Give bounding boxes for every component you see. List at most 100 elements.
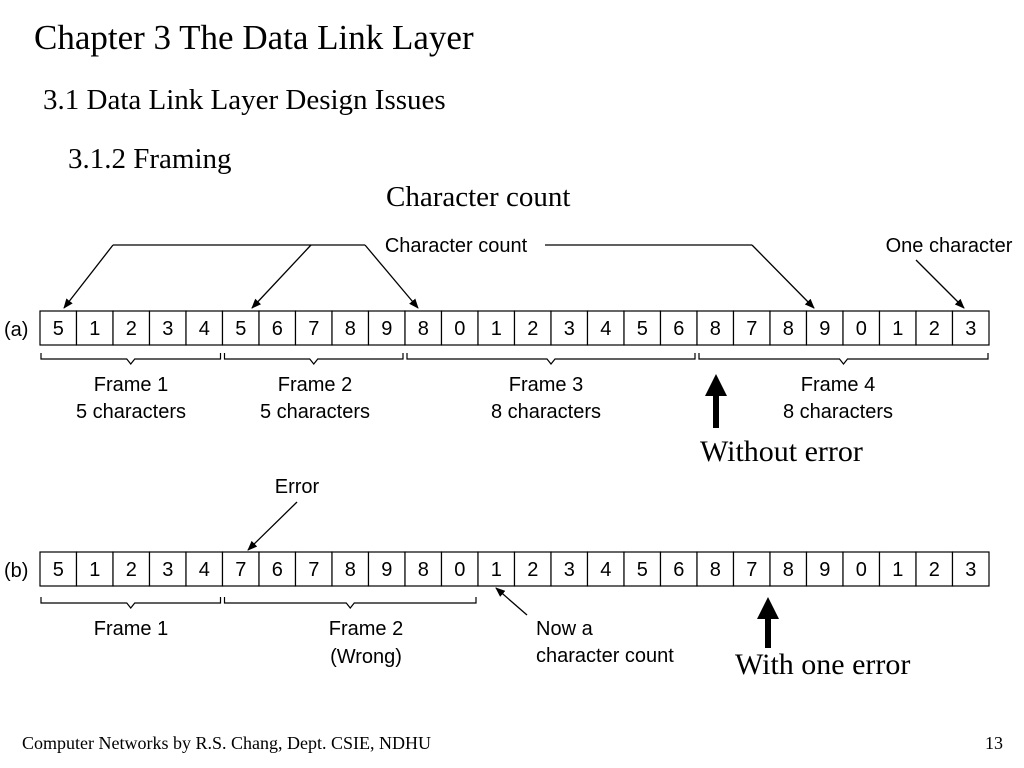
byte-cell	[878, 551, 917, 587]
byte-value: 1	[491, 318, 502, 340]
byte-value: 3	[162, 559, 173, 581]
byte-value: 8	[345, 559, 356, 581]
byte-value: 6	[673, 318, 684, 340]
callout-arrow	[364, 244, 419, 309]
byte-cell	[148, 310, 187, 346]
byte-value: 8	[710, 318, 721, 340]
byte-cell	[586, 310, 625, 346]
byte-value: 8	[418, 318, 429, 340]
byte-value: 2	[527, 318, 538, 340]
byte-cell	[915, 551, 954, 587]
frame-brace	[223, 353, 404, 365]
byte-value: 6	[673, 559, 684, 581]
byte-value: 9	[819, 559, 830, 581]
frame-label: Frame 1	[94, 374, 168, 396]
byte-cell	[258, 551, 297, 587]
byte-value: 8	[783, 318, 794, 340]
byte-cell	[878, 310, 917, 346]
up-arrow-icon	[713, 392, 719, 428]
byte-value: 1	[892, 559, 903, 581]
byte-cell	[659, 310, 698, 346]
byte-value: 2	[126, 318, 137, 340]
row-a-label: (a)	[4, 319, 28, 341]
frame-label: Frame 4	[801, 374, 875, 396]
byte-cell	[185, 310, 224, 346]
byte-cell	[586, 551, 625, 587]
frame-brace	[223, 597, 477, 609]
byte-value: 5	[235, 318, 246, 340]
byte-value: 4	[600, 318, 611, 340]
byte-value: 9	[819, 318, 830, 340]
now-count-arrow	[495, 587, 528, 616]
now-count-callout: Now a	[536, 618, 594, 640]
slide-title: Chapter 3 The Data Link Layer	[34, 18, 474, 57]
byte-value: 1	[892, 318, 903, 340]
byte-cell	[404, 310, 443, 346]
error-arrow	[247, 501, 298, 551]
byte-value: 7	[746, 559, 757, 581]
byte-value: 0	[856, 318, 867, 340]
character-count-callout: Character count	[385, 235, 528, 257]
up-arrow-icon	[765, 616, 771, 648]
byte-cell	[951, 551, 990, 587]
with-one-error-annotation: With one error	[735, 648, 910, 681]
byte-cell	[258, 310, 297, 346]
frame-label: Frame 2	[329, 618, 403, 640]
byte-value: 1	[89, 318, 100, 340]
frame-label: 8 characters	[783, 401, 893, 423]
frame-label: Frame 3	[509, 374, 583, 396]
frame-label: 5 characters	[76, 401, 186, 423]
frame-brace	[406, 353, 696, 365]
row-b-frame-braces	[40, 597, 477, 609]
frame-brace	[40, 597, 222, 609]
byte-cell	[769, 310, 808, 346]
byte-cell	[550, 551, 589, 587]
byte-cell	[842, 551, 881, 587]
up-arrow-icon	[705, 374, 727, 396]
byte-value: 3	[965, 559, 976, 581]
figure-heading: Character count	[386, 181, 571, 213]
frame-label: Frame 1	[94, 618, 168, 640]
byte-value: 3	[965, 318, 976, 340]
byte-value: 9	[381, 559, 392, 581]
byte-cell	[367, 551, 406, 587]
byte-value: 1	[491, 559, 502, 581]
byte-cell	[331, 551, 370, 587]
frame-brace	[40, 353, 222, 365]
byte-value: 5	[53, 318, 64, 340]
byte-value: 0	[454, 318, 465, 340]
byte-value: 7	[308, 559, 319, 581]
byte-value: 2	[126, 559, 137, 581]
byte-cell	[550, 310, 589, 346]
byte-value: 3	[564, 559, 575, 581]
byte-value: 8	[418, 559, 429, 581]
byte-cell	[623, 310, 662, 346]
byte-cell	[331, 310, 370, 346]
row-a-frame-braces	[40, 353, 989, 365]
byte-value: 7	[308, 318, 319, 340]
byte-cell	[696, 551, 735, 587]
byte-value: 4	[600, 559, 611, 581]
byte-cell	[75, 551, 114, 587]
byte-value: 2	[527, 559, 538, 581]
callout-arrow	[63, 244, 114, 309]
byte-cell	[623, 551, 662, 587]
row-b-label: (b)	[4, 560, 28, 582]
byte-cell	[75, 310, 114, 346]
up-arrow-icon	[757, 597, 779, 619]
byte-value: 3	[564, 318, 575, 340]
byte-value: 5	[637, 559, 648, 581]
one-character-callout: One character	[886, 235, 1013, 257]
byte-value: 7	[235, 559, 246, 581]
error-callout: Error	[275, 476, 320, 498]
byte-cell	[112, 310, 151, 346]
byte-cell	[39, 551, 78, 587]
byte-cell	[367, 310, 406, 346]
byte-cell	[39, 310, 78, 346]
frame-brace	[698, 353, 989, 365]
callout-arrow	[915, 259, 965, 309]
section-heading: 3.1 Data Link Layer Design Issues	[43, 84, 446, 116]
frame-label: (Wrong)	[330, 646, 402, 668]
